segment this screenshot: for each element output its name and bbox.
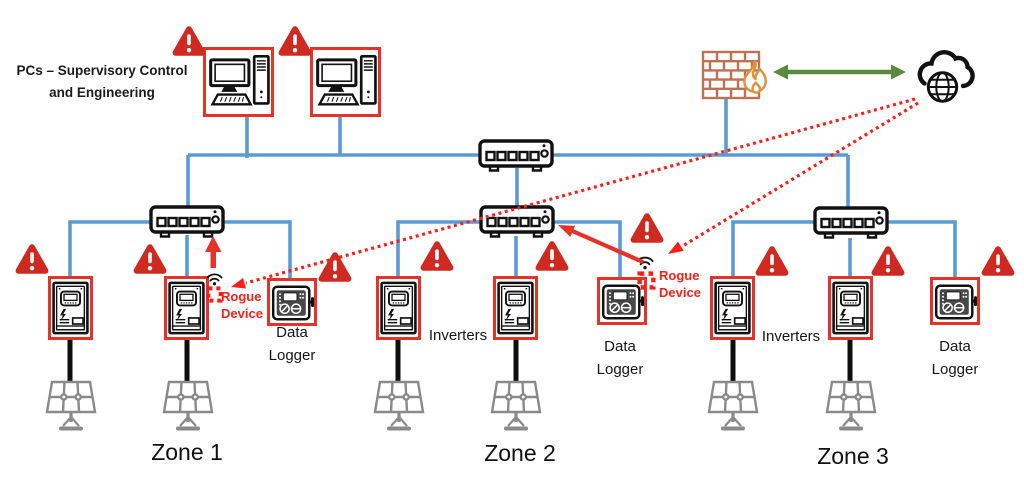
warning-icon <box>317 250 353 283</box>
zone1-label: Zone 1 <box>151 439 223 465</box>
rogue-device-icon <box>637 271 656 290</box>
wifi-icon <box>635 254 655 270</box>
pc-supervisory-1 <box>203 47 274 117</box>
pcs-label: PCs – Supervisory Control and Engineerin… <box>4 60 200 103</box>
pcs-label-line2: and Engineering <box>49 84 155 100</box>
pc-supervisory-2 <box>310 47 381 117</box>
solar-panel-icon <box>42 379 100 433</box>
pc-icon <box>208 51 272 115</box>
inverter-icon <box>713 279 752 337</box>
solar-panel-icon <box>370 379 428 433</box>
zone3-inverter-2 <box>828 276 873 340</box>
warning-icon <box>14 242 50 275</box>
data-logger-icon <box>270 281 316 325</box>
solar-panel-icon <box>159 379 217 433</box>
zone3-label: Zone 3 <box>817 443 889 469</box>
zone2-inverter-2 <box>493 276 538 340</box>
firewall-icon <box>701 50 771 104</box>
solar-panel-icon <box>487 379 545 433</box>
warning-icon <box>419 239 455 272</box>
warning-icon <box>277 24 313 57</box>
warning-icon <box>754 244 790 277</box>
inverter-icon <box>167 279 206 337</box>
warning-icon <box>132 242 168 275</box>
inverter-icon <box>831 279 870 337</box>
inverters-label: Inverters <box>761 328 821 345</box>
data-logger-label: Data Logger <box>596 338 644 378</box>
data-logger-icon <box>933 280 979 324</box>
wifi-icon <box>205 271 224 286</box>
data-logger-label: Data Logger <box>931 338 979 378</box>
inverter-icon <box>51 279 90 337</box>
inverter-icon <box>496 279 535 337</box>
zone3-switch-icon <box>813 206 889 240</box>
rogue-device-label: Rogue Device <box>221 289 263 321</box>
zone1-inverter-2 <box>164 276 209 340</box>
warning-icon <box>171 24 207 57</box>
warning-icon <box>980 244 1016 277</box>
zone1-switch-icon <box>149 205 225 239</box>
warning-icon <box>870 244 906 277</box>
zone1-inverter-1 <box>48 276 93 340</box>
zone3-inverter-1 <box>710 276 755 340</box>
zone1-data-logger <box>267 278 317 326</box>
inverter-icon <box>379 279 418 337</box>
zone2-label: Zone 2 <box>484 440 556 466</box>
rogue-device-label: Rogue Device <box>659 268 701 300</box>
solar-panel-icon <box>822 379 880 433</box>
pc-icon <box>315 51 379 115</box>
zone3-data-logger <box>930 277 980 325</box>
warning-icon <box>629 211 665 244</box>
cloud-internet-icon <box>911 46 975 106</box>
firewall-internet-arrow <box>773 64 906 80</box>
pcs-label-line1: PCs – Supervisory Control <box>16 63 188 78</box>
main-switch-icon <box>478 139 554 173</box>
solar-panel-icon <box>704 379 762 433</box>
data-logger-label: Data Logger <box>268 324 316 364</box>
zone2-switch-icon <box>479 205 555 239</box>
zone2-inverter-1 <box>376 276 421 340</box>
inverters-label: Inverters <box>428 327 488 344</box>
warning-icon <box>534 239 570 272</box>
